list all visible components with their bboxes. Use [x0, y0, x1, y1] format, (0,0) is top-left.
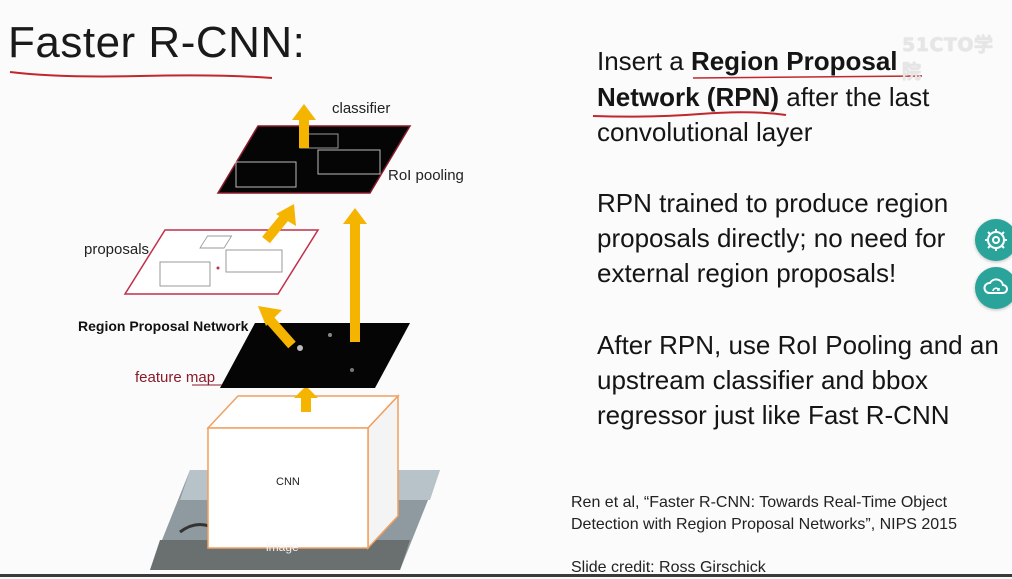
- bullet1-text2: after the last: [779, 82, 930, 112]
- bullet1-line3: convolutional layer: [597, 117, 813, 147]
- settings-floating-button[interactable]: [975, 219, 1012, 261]
- bullet2-line1: RPN trained to produce region: [597, 188, 949, 218]
- bullet1-line2: Network (RPN) after the last: [597, 80, 929, 115]
- bullet2-line3: external region proposals!: [597, 258, 897, 288]
- label-rpn: Region Proposal Network: [78, 318, 249, 334]
- bullet3-line2: upstream classifier and bbox: [597, 365, 928, 395]
- bullet2-line2: proposals directly; no need for: [597, 223, 946, 253]
- arrow-cnn-to-featuremap: [294, 386, 318, 412]
- cnn-block: [206, 394, 400, 550]
- feature-map-plane: [220, 323, 410, 388]
- bullet1-text: Insert a: [597, 46, 691, 76]
- arrow-proposals-to-roi: [262, 204, 296, 244]
- label-cnn: CNN: [276, 476, 300, 488]
- bullet3-line1: After RPN, use RoI Pooling and an: [597, 330, 999, 360]
- arrow-rpn-to-proposals: [258, 306, 296, 349]
- bullet3-line3: regressor just like Fast R-CNN: [597, 400, 950, 430]
- gear-icon: [985, 229, 1007, 251]
- cloud-refresh-icon: [983, 278, 1008, 294]
- roi-pooling-plane: [216, 125, 412, 194]
- slide-credit: Slide credit: Ross Girschick: [571, 559, 766, 576]
- arrow-featuremap-to-roi: [343, 208, 367, 342]
- bullet1-line1: Insert a Region Proposal: [597, 44, 898, 79]
- faster-rcnn-diagram: classifier RoI pooling proposals Region …: [78, 100, 464, 570]
- label-proposals: proposals: [84, 241, 149, 258]
- label-feature-map: feature map: [135, 369, 215, 386]
- bottom-border: [0, 574, 1012, 577]
- bullet1-bold: Region Proposal: [690, 46, 898, 76]
- label-roi-pooling: RoI pooling: [388, 167, 464, 184]
- bullet1-bold2: Network (RPN): [597, 82, 780, 112]
- arrow-roi-to-classifier: [292, 104, 316, 148]
- proposals-plane: [123, 229, 320, 295]
- label-image: image: [266, 540, 299, 554]
- reference-line2: Detection with Region Proposal Networks”…: [571, 516, 957, 533]
- slide-title: Faster R-CNN:: [8, 18, 306, 67]
- label-classifier: classifier: [332, 100, 390, 117]
- reference-line1: Ren et al, “Faster R-CNN: Towards Real-T…: [571, 494, 948, 511]
- watermark-logo: 51CTO学院: [902, 34, 994, 83]
- cloud-sync-floating-button[interactable]: [975, 267, 1012, 309]
